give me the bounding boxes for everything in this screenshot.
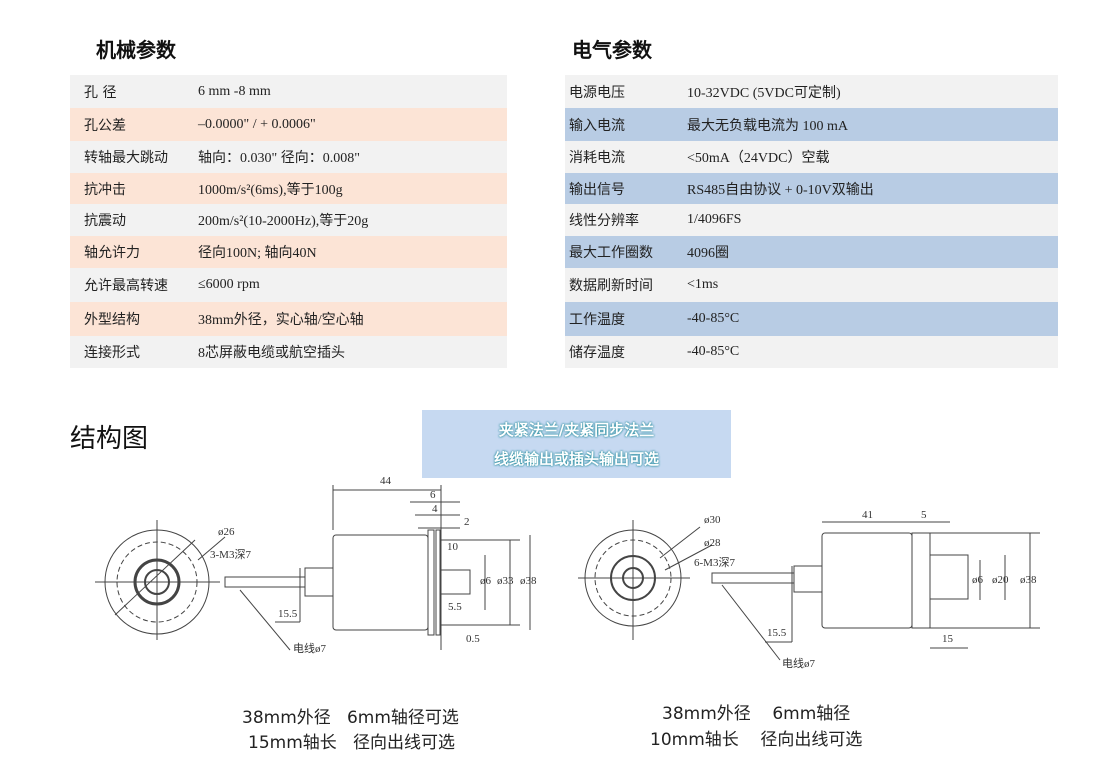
- dim-label: 5: [921, 509, 927, 521]
- param-name: 轴允许力: [84, 245, 140, 261]
- dim-label: ø20: [992, 574, 1009, 586]
- options-banner: 夹紧法兰/夹紧同步法兰 线缆输出或插头输出可选: [422, 410, 731, 478]
- param-name: 孔公差: [84, 117, 126, 134]
- param-name: 抗震动: [84, 213, 126, 229]
- dim-label: ø6: [480, 575, 492, 587]
- dim-label: 2: [464, 516, 470, 528]
- param-value: 38mm外径，实心轴/空心轴: [198, 313, 364, 328]
- param-value: 最大无负载电流为 100 mA: [687, 118, 848, 134]
- left-drawing: [95, 485, 531, 651]
- param-name: 电源电压: [569, 84, 625, 101]
- param-value: 10-32VDC (5VDC可定制): [687, 85, 841, 101]
- table-row: 转轴最大跳动 轴向：0.030" 径向：0.008": [70, 141, 507, 173]
- param-name: 最大工作圈数: [569, 245, 653, 261]
- dim-label: 5.5: [448, 601, 462, 613]
- param-value: -40-85°C: [687, 311, 740, 326]
- param-value: <1ms: [687, 277, 719, 292]
- param-name: 孔 径: [84, 84, 117, 101]
- right-caption: 38mm外径 6mm轴径: [662, 704, 851, 724]
- table-row: 工作温度 -40-85°C: [565, 302, 1058, 336]
- param-name: 连接形式: [84, 345, 140, 361]
- dim-label: 10: [447, 541, 459, 553]
- param-value: 1000m/s²(6ms),等于100g: [198, 182, 343, 198]
- dim-label: 44: [380, 475, 392, 487]
- param-name: 工作温度: [569, 312, 625, 328]
- dim-label: 3-M3深7: [210, 548, 251, 561]
- param-value: 6 mm -8 mm: [198, 83, 271, 99]
- dim-label: 15.5: [767, 627, 787, 639]
- table-row: 储存温度 -40-85°C: [565, 336, 1058, 368]
- param-value: 径向100N; 轴向40N: [198, 246, 317, 261]
- dim-label: 0.5: [466, 633, 480, 645]
- table-row: 输入电流 最大无负载电流为 100 mA: [565, 108, 1058, 141]
- param-value: -40-85°C: [687, 344, 740, 359]
- dim-label: 电线ø7: [293, 641, 326, 655]
- dim-label: 15.5: [278, 608, 298, 620]
- left-caption: 15mm轴长 径向出线可选: [248, 733, 455, 753]
- dim-label: 4: [432, 503, 438, 515]
- param-value: –0.0000" / + 0.0006": [198, 116, 316, 132]
- param-name: 消耗电流: [569, 150, 625, 166]
- table-row: 电源电压 10-32VDC (5VDC可定制): [565, 75, 1058, 108]
- banner-line: 线缆输出或插头输出可选: [493, 450, 659, 468]
- param-name: 输入电流: [569, 117, 625, 134]
- param-value: 8芯屏蔽电缆或航空插头: [198, 346, 345, 361]
- mechanical-title: 机械参数: [96, 38, 176, 62]
- table-row: 轴允许力 径向100N; 轴向40N: [70, 236, 507, 268]
- right-caption: 10mm轴长 径向出线可选: [650, 730, 863, 750]
- dim-label: 6-M3深7: [694, 556, 735, 569]
- table-row: 最大工作圈数 4096圈: [565, 236, 1058, 268]
- dim-label: 电线ø7: [782, 656, 815, 670]
- table-row: 抗震动 200m/s²(10-2000Hz),等于20g: [70, 204, 507, 236]
- table-row: 允许最高转速 ≤6000 rpm: [70, 268, 507, 302]
- dim-label: 41: [862, 509, 873, 521]
- right-drawing: [578, 520, 1040, 661]
- left-caption: 38mm外径 6mm轴径可选: [242, 708, 459, 728]
- param-value: 200m/s²(10-2000Hz),等于20g: [198, 214, 369, 229]
- banner-line: 夹紧法兰/夹紧同步法兰: [498, 421, 655, 439]
- param-value: <50mA（24VDC）空载: [687, 151, 830, 166]
- table-row: 数据刷新时间 <1ms: [565, 268, 1058, 302]
- table-row: 孔公差 –0.0000" / + 0.0006": [70, 108, 507, 141]
- param-name: 输出信号: [569, 181, 625, 198]
- table-row: 消耗电流 <50mA（24VDC）空载: [565, 141, 1058, 173]
- dim-label: ø28: [704, 537, 721, 549]
- table-row: 抗冲击 1000m/s²(6ms),等于100g: [70, 173, 507, 204]
- param-name: 转轴最大跳动: [84, 150, 168, 166]
- param-value: 4096圈: [687, 246, 729, 261]
- dim-label: ø38: [520, 575, 537, 587]
- param-name: 允许最高转速: [84, 278, 168, 294]
- param-name: 线性分辨率: [569, 213, 639, 229]
- param-value: RS485自由协议 + 0-10V双输出: [687, 182, 874, 198]
- table-row: 外型结构 38mm外径，实心轴/空心轴: [70, 302, 507, 336]
- table-row: 输出信号 RS485自由协议 + 0-10V双输出: [565, 173, 1058, 204]
- electrical-table: 电源电压 10-32VDC (5VDC可定制) 输入电流 最大无负载电流为 100 m…: [565, 75, 1058, 368]
- param-value: ≤6000 rpm: [198, 277, 260, 292]
- param-name: 抗冲击: [84, 181, 126, 198]
- electrical-title: 电气参数: [572, 38, 652, 62]
- dim-label: ø33: [497, 575, 514, 587]
- dimension-drawings: 44 6 4 2 10 ø26 3-M3深7 ø6 ø33 ø38 5.5 15…: [95, 475, 1040, 670]
- param-name: 储存温度: [569, 345, 625, 361]
- param-name: 外型结构: [84, 312, 140, 328]
- dim-label: 6: [430, 489, 436, 501]
- dim-label: ø38: [1020, 574, 1037, 586]
- dim-label: ø26: [218, 526, 235, 538]
- table-row: 孔 径 6 mm -8 mm: [70, 75, 507, 108]
- dim-label: ø6: [972, 574, 984, 586]
- dim-label: 15: [942, 633, 954, 645]
- mechanical-table: 孔 径 6 mm -8 mm 孔公差 –0.0000" / + 0.0006" 转轴最大…: [70, 75, 507, 368]
- param-value: 轴向：0.030" 径向：0.008": [198, 151, 360, 166]
- table-row: 线性分辨率 1/4096FS: [565, 204, 1058, 236]
- param-name: 数据刷新时间: [569, 278, 653, 294]
- structure-title: 结构图: [70, 424, 149, 454]
- table-row: 连接形式 8芯屏蔽电缆或航空插头: [70, 336, 507, 368]
- param-value: 1/4096FS: [687, 212, 742, 227]
- dim-label: ø30: [704, 514, 721, 526]
